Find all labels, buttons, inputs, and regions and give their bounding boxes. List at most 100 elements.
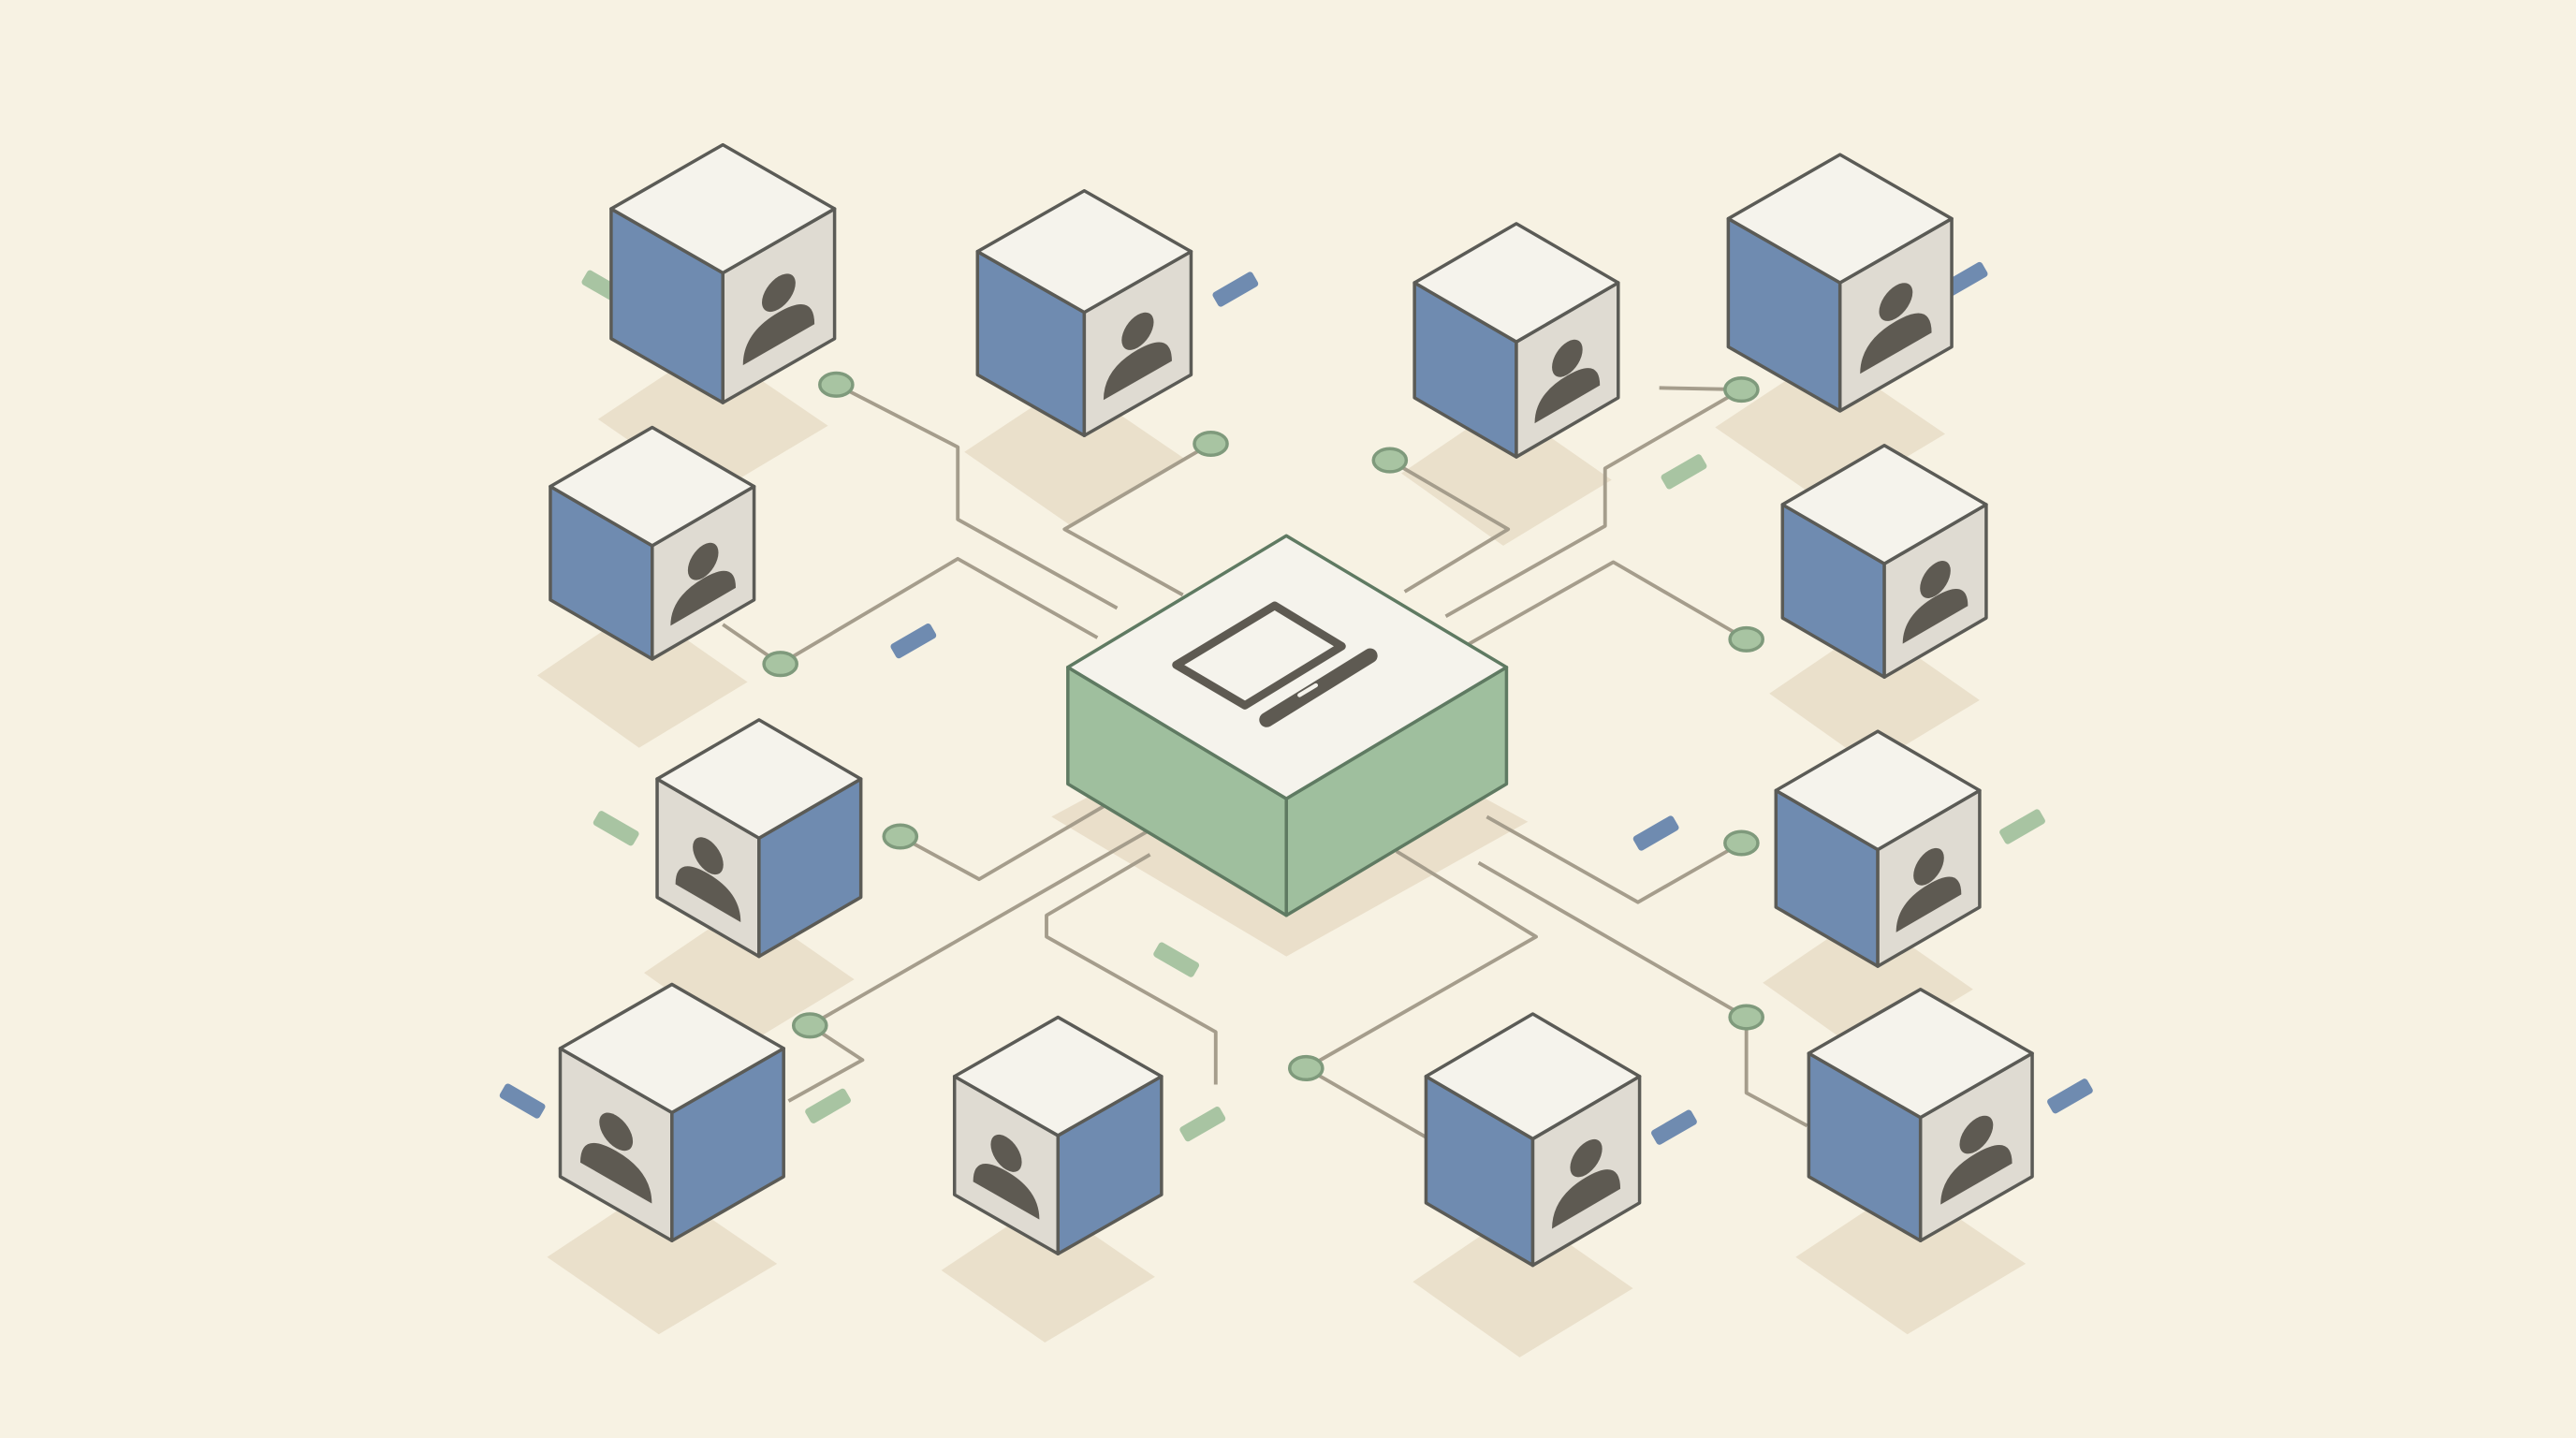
connector-line bbox=[1305, 849, 1538, 1070]
user-cube bbox=[1412, 222, 1620, 459]
cube-top-face bbox=[1774, 729, 1982, 852]
hub-block bbox=[1066, 534, 1509, 917]
cube-top-face bbox=[655, 718, 863, 840]
person-icon bbox=[742, 273, 815, 366]
person-icon bbox=[1552, 1138, 1621, 1229]
decorative-dash bbox=[2047, 1078, 2093, 1114]
decorative-dash bbox=[499, 1083, 546, 1119]
connector-node bbox=[1288, 1054, 1325, 1081]
person-icon bbox=[1940, 1115, 2012, 1205]
cube-top-face bbox=[975, 188, 1193, 315]
decorative-dash bbox=[1212, 271, 1259, 307]
person-icon bbox=[675, 837, 741, 922]
cube-shadow bbox=[1412, 1209, 1633, 1357]
connector-node bbox=[1728, 625, 1764, 653]
decorative-dash bbox=[1632, 815, 1679, 851]
user-cube bbox=[549, 425, 756, 661]
person-body bbox=[1940, 1145, 2012, 1205]
hub-top-face bbox=[1066, 534, 1509, 800]
cube-top-face bbox=[1726, 153, 1954, 285]
connector-line bbox=[1744, 1017, 1808, 1128]
laptop-trackpad bbox=[1297, 682, 1319, 697]
connector-line bbox=[787, 1023, 865, 1103]
person-head bbox=[1552, 339, 1583, 377]
decorative-dash bbox=[593, 811, 639, 846]
user-cubes bbox=[549, 142, 2034, 1268]
person-body bbox=[973, 1163, 1040, 1220]
decorative-dash bbox=[890, 624, 937, 659]
person-head bbox=[1121, 312, 1154, 350]
cube-shadow bbox=[1401, 404, 1612, 546]
person-head bbox=[599, 1112, 634, 1152]
user-cube bbox=[558, 982, 785, 1242]
person-body bbox=[1895, 876, 1962, 932]
person-body bbox=[579, 1143, 652, 1204]
user-cube bbox=[1726, 153, 1954, 413]
person-head bbox=[1879, 283, 1913, 321]
user-cube bbox=[1780, 444, 1988, 679]
connector-node bbox=[882, 823, 919, 850]
connector-line bbox=[1062, 442, 1212, 597]
connector-line bbox=[1305, 1066, 1427, 1139]
connector-line bbox=[809, 828, 1151, 1028]
person-head bbox=[1959, 1115, 1994, 1154]
person-icon bbox=[1103, 312, 1172, 401]
connector-node bbox=[1193, 430, 1229, 458]
person-body bbox=[1534, 368, 1601, 424]
connector-line bbox=[1486, 814, 1743, 904]
cube-top-face bbox=[609, 142, 837, 275]
decorative-dash bbox=[1999, 809, 2045, 844]
person-icon bbox=[579, 1112, 652, 1204]
person-head bbox=[762, 273, 796, 313]
person-body bbox=[1552, 1169, 1621, 1229]
connector-line bbox=[1388, 458, 1511, 594]
laptop-screen bbox=[1172, 601, 1346, 710]
connector-line bbox=[899, 786, 1134, 882]
decorative-dash bbox=[1651, 1109, 1697, 1145]
connector-node bbox=[818, 371, 855, 398]
connector-node bbox=[762, 651, 798, 678]
cube-top-face bbox=[549, 425, 756, 548]
cube-top-face bbox=[1424, 1012, 1642, 1141]
connector-node bbox=[1723, 376, 1760, 404]
connector-node bbox=[1723, 829, 1760, 857]
person-head bbox=[1920, 561, 1951, 598]
user-cube bbox=[1424, 1012, 1642, 1268]
person-head bbox=[693, 837, 724, 875]
connector-line bbox=[779, 556, 1099, 666]
connector-line bbox=[1464, 560, 1748, 648]
cube-shadow bbox=[547, 1182, 778, 1335]
laptop-icon bbox=[1172, 601, 1378, 727]
person-icon bbox=[670, 542, 737, 626]
cube-shadow bbox=[1769, 624, 1980, 767]
person-icon bbox=[1860, 283, 1932, 374]
cube-top-face bbox=[1412, 222, 1620, 344]
person-body bbox=[1860, 313, 1932, 374]
connector-line bbox=[835, 383, 1119, 610]
person-body bbox=[742, 304, 815, 366]
decorative-dash bbox=[1661, 454, 1707, 490]
cube-top-face bbox=[558, 982, 785, 1115]
decorative-dash bbox=[1153, 942, 1200, 977]
decorative-dashes bbox=[499, 261, 2093, 1145]
connector-node bbox=[1728, 1004, 1764, 1031]
connector-node bbox=[791, 1012, 828, 1039]
cube-shadow bbox=[941, 1201, 1155, 1343]
user-cube bbox=[609, 142, 837, 404]
decorative-dash bbox=[1941, 261, 1988, 298]
connector-line bbox=[1444, 388, 1743, 618]
person-head bbox=[1913, 847, 1944, 886]
person-icon bbox=[1902, 561, 1969, 644]
person-body bbox=[675, 866, 741, 922]
connectors bbox=[722, 383, 1808, 1139]
connector-node bbox=[1371, 447, 1409, 474]
person-body bbox=[1902, 589, 1969, 644]
decorative-dash bbox=[805, 1088, 851, 1123]
person-body bbox=[670, 570, 737, 626]
decorative-dash bbox=[1179, 1107, 1226, 1142]
person-head bbox=[990, 1134, 1022, 1172]
person-icon bbox=[1534, 339, 1601, 424]
user-cube bbox=[655, 718, 863, 959]
connector-line bbox=[1477, 860, 1748, 1020]
person-head bbox=[687, 542, 719, 580]
